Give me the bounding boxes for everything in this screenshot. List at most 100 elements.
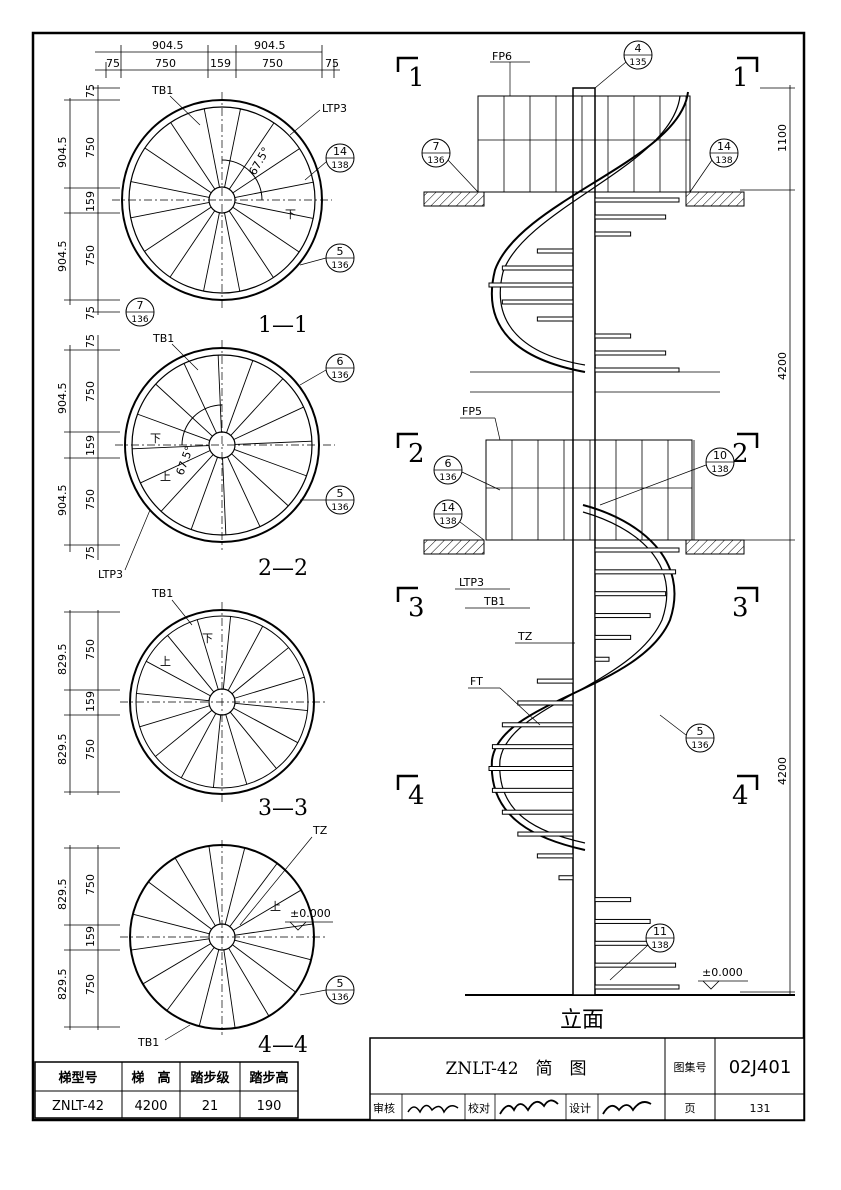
review-signature (407, 1104, 459, 1114)
table-cell-height: 4200 (134, 1099, 167, 1114)
dim-left-4-4-b: 829.5 (56, 969, 69, 1001)
svg-text:7: 7 (433, 140, 440, 153)
elevation-title: 立面 (560, 1008, 604, 1033)
dim-left3-in-2: 159 (84, 691, 97, 712)
label-ft-elev: FT (470, 675, 483, 688)
callout-6-136-elev: 6 136 (433, 455, 501, 491)
svg-text:4: 4 (635, 42, 642, 55)
svg-text:7: 7 (137, 299, 144, 312)
cut-mark-2-right: 2 (732, 439, 749, 469)
section-label-4-4: 4—4 (258, 1033, 308, 1058)
elevation-view: 1 1 2 2 3 3 4 4 1100 4200 4200 (396, 40, 795, 1033)
svg-text:138: 138 (711, 465, 728, 475)
central-column (572, 87, 596, 996)
table-header-height: 梯 高 (131, 1070, 170, 1086)
svg-text:11: 11 (653, 925, 667, 938)
svg-text:14: 14 (441, 501, 455, 514)
section-label-2-2: 2—2 (258, 556, 308, 581)
svg-text:136: 136 (691, 741, 708, 751)
svg-text:6: 6 (445, 457, 452, 470)
dim-left2-in-4: 750 (84, 489, 97, 510)
dir-down-3-3: 下 (202, 632, 213, 645)
label-tz-elev: TZ (517, 630, 533, 643)
svg-text:5: 5 (337, 487, 344, 500)
dim-left4-in-1: 750 (84, 874, 97, 895)
callout-7-136-elev: 7 136 (421, 138, 479, 193)
elevation-4-4: ±0.000 (290, 907, 331, 920)
table-header-model: 梯型号 (58, 1070, 97, 1086)
callout-11-138-elev: 11 138 (609, 923, 675, 981)
dim-elev-4200-lower: 4200 (776, 757, 789, 785)
callout-4-135: 4 135 (594, 40, 653, 89)
label-ltp3-elev: LTP3 (459, 576, 484, 589)
cut-mark-3-left: 3 (408, 593, 425, 623)
label-tb1-2-2: TB1 (152, 332, 174, 345)
dim-left2-in-3: 159 (84, 435, 97, 456)
label-ltp3-2-2: LTP3 (98, 568, 123, 581)
dim-left-4-4-a: 829.5 (56, 879, 69, 911)
dim-elev-4200-upper: 4200 (776, 352, 789, 380)
callout-6-136-p2: 6 136 (299, 353, 355, 386)
callout-10-138-elev: 10 138 (599, 447, 735, 506)
dim-left-in-4: 750 (84, 245, 97, 266)
design-signature (602, 1101, 652, 1115)
design-label: 设计 (569, 1102, 591, 1115)
callout-14-138-elev-upper: 14 138 (689, 138, 739, 193)
plan-4-4: 829.5 829.5 750 159 750 上 TZ ±0.000 5 13… (56, 824, 355, 1058)
dim-left2-in-5: 75 (84, 546, 97, 560)
label-tb1-1-1: TB1 (151, 84, 173, 97)
table-header-steps: 踏步级 (190, 1070, 230, 1086)
title-block: ZNLT-42 简 图 图集号 02J401 审核 校对 设计 页 131 (369, 1037, 805, 1121)
section-label-3-3: 3—3 (258, 796, 308, 821)
svg-text:136: 136 (331, 371, 348, 381)
dim-left-3-3-a: 829.5 (56, 644, 69, 676)
cut-mark-2-left: 2 (408, 439, 425, 469)
cut-mark-1-right: 1 (732, 63, 749, 93)
dir-down-1-1: 下 (285, 208, 296, 221)
dim-left-1-1-a: 904.5 (56, 137, 69, 169)
dim-left-in-1: 75 (84, 84, 97, 98)
dim-sub-3: 159 (210, 57, 231, 70)
label-fp5: FP5 (462, 405, 482, 418)
dim-left-3-3-b: 829.5 (56, 734, 69, 766)
svg-text:5: 5 (337, 977, 344, 990)
label-ltp3-1-1: LTP3 (322, 102, 347, 115)
cut-mark-4-left: 4 (408, 781, 425, 811)
dim-sub-5: 75 (325, 57, 339, 70)
dim-left-2-2-b: 904.5 (56, 485, 69, 517)
cut-mark-1-left: 1 (408, 63, 425, 93)
check-label: 校对 (468, 1101, 490, 1115)
dir-up-3-3: 上 (160, 655, 171, 668)
callout-5-136-elev: 5 136 (659, 714, 715, 753)
dim-left2-in-1: 75 (84, 334, 97, 348)
angle-2-2: 67.5° (174, 444, 196, 477)
dim-left4-in-3: 750 (84, 974, 97, 995)
svg-text:14: 14 (333, 145, 347, 158)
dim-top-1-1-b: 904.5 (254, 39, 286, 52)
label-tb1-elev: TB1 (483, 595, 505, 608)
label-tb1-4-4: TB1 (137, 1036, 159, 1049)
label-tb1-3-3: TB1 (151, 587, 173, 600)
svg-text:136: 136 (439, 473, 456, 483)
callout-14-138-p1: 14 138 (304, 143, 355, 181)
dim-sub-4: 750 (262, 57, 283, 70)
callout-7-136-p1: 7 136 (125, 297, 155, 327)
dim-left4-in-2: 159 (84, 926, 97, 947)
table-cell-model: ZNLT-42 (52, 1099, 104, 1114)
check-signature (499, 1099, 559, 1115)
svg-text:138: 138 (331, 161, 348, 171)
plan-3-3: 829.5 829.5 750 159 750 下 上 TB1 3—3 (56, 587, 325, 821)
dir-down-2-2: 下 (150, 432, 161, 445)
callout-14-138-elev-middle: 14 138 (433, 499, 485, 541)
label-fp6: FP6 (492, 50, 512, 63)
dim-left-in-5: 75 (84, 306, 97, 320)
svg-text:136: 136 (131, 315, 148, 325)
dim-left-in-2: 750 (84, 137, 97, 158)
ground-elevation: ±0.000 (702, 966, 743, 979)
label-tz-4-4: TZ (312, 824, 328, 837)
svg-text:138: 138 (715, 156, 732, 166)
dim-left2-in-2: 750 (84, 381, 97, 402)
dim-left-2-2-a: 904.5 (56, 383, 69, 415)
svg-text:136: 136 (331, 261, 348, 271)
